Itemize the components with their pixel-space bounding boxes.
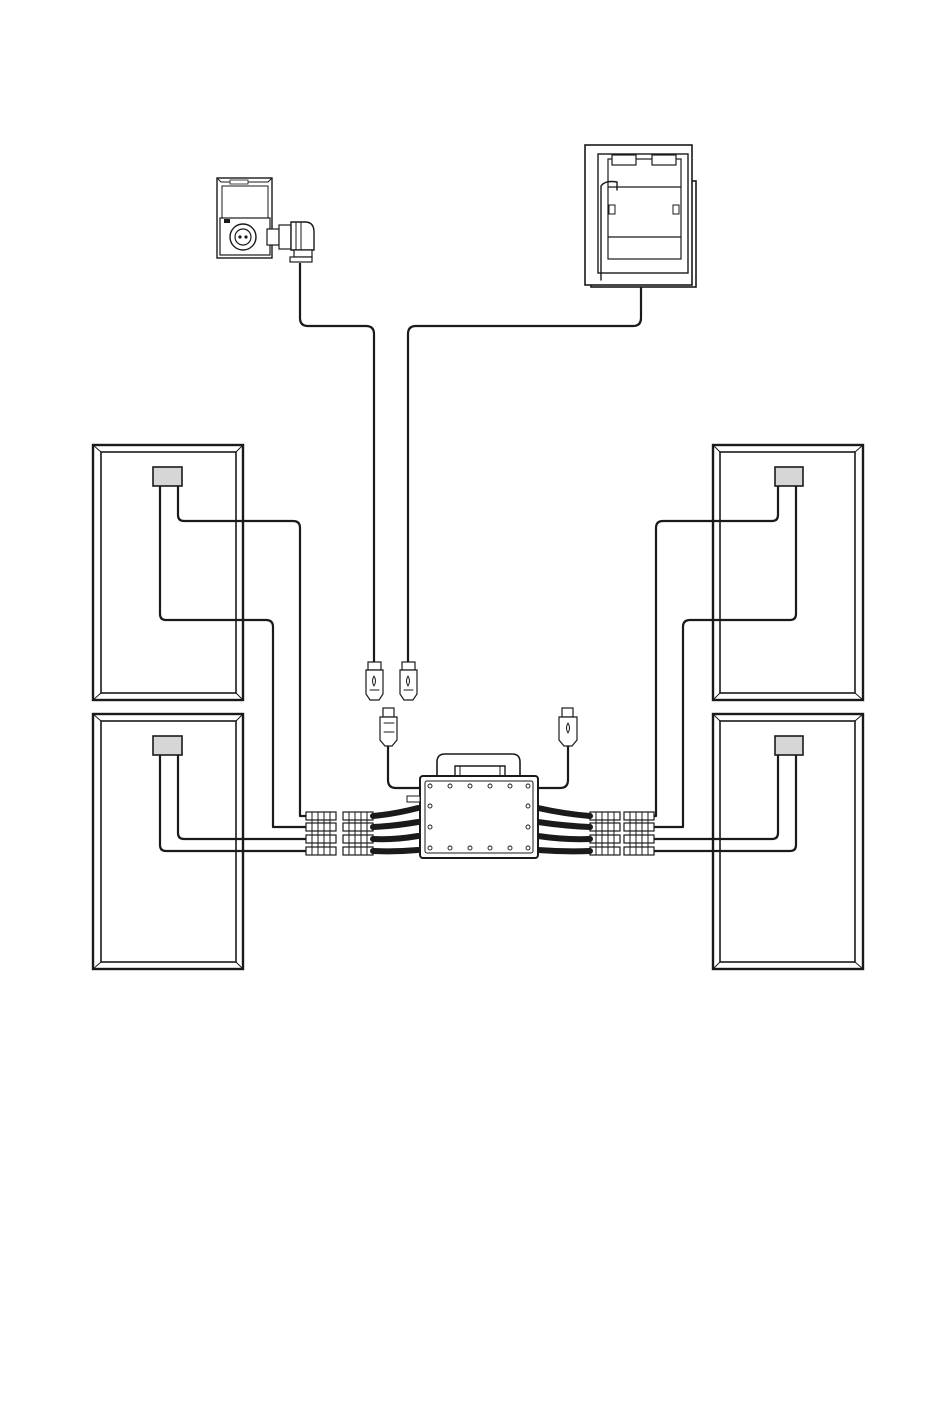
mc4-connector-icon	[590, 812, 654, 855]
microinverter-icon	[407, 754, 538, 858]
ac-connector-icon	[559, 708, 577, 746]
junction-box-icon	[775, 467, 803, 486]
angled-plug-icon	[267, 222, 314, 262]
junction-box-icon	[153, 467, 182, 486]
ac-connector-icon	[380, 708, 397, 746]
ac-connector-icon	[366, 662, 383, 700]
schuko-socket-icon	[217, 178, 272, 258]
dc-trunk-right	[538, 808, 590, 851]
junction-box-icon	[775, 736, 803, 755]
ac-cable-inverter-left	[388, 746, 420, 788]
dc-trunk-left	[373, 808, 418, 851]
distribution-box-icon	[585, 145, 696, 287]
mc4-connector-icon	[306, 812, 373, 855]
ac-connector-icon	[400, 662, 417, 700]
junction-box-icon	[153, 736, 182, 755]
ac-cable-socket	[300, 263, 374, 662]
ac-cable-inverter-right	[538, 746, 568, 788]
ac-cable-distribution	[408, 287, 641, 662]
